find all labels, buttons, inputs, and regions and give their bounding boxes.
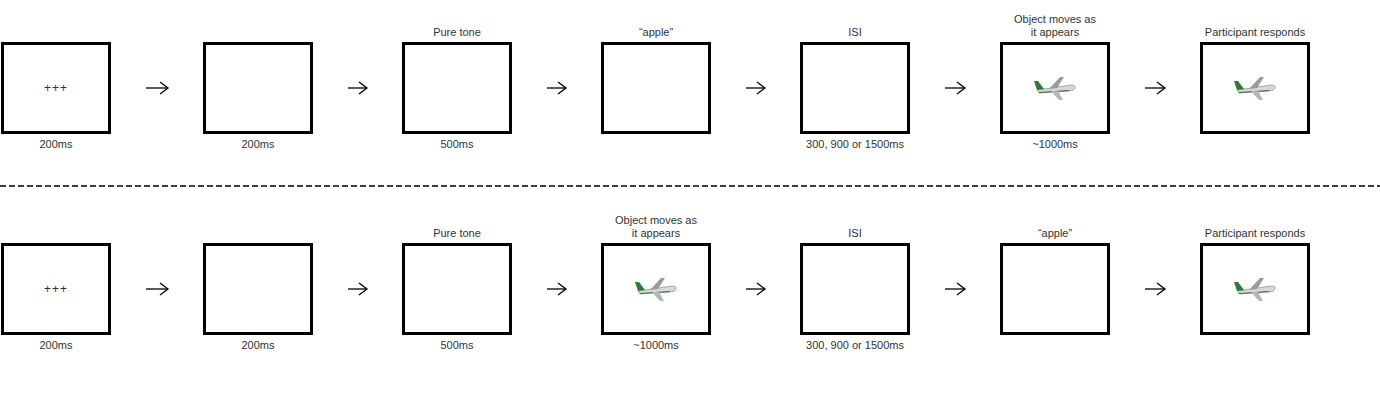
event-label: Object moves as it appears bbox=[1012, 13, 1098, 39]
event-label: Pure tone bbox=[387, 26, 527, 39]
sequence-arrow bbox=[1145, 82, 1165, 94]
duration-label: 200ms bbox=[0, 339, 136, 352]
event-label: “apple” bbox=[586, 26, 726, 39]
trial-screen: +++200ms bbox=[1, 42, 111, 134]
sequence-arrow bbox=[348, 82, 367, 94]
duration-label: 500ms bbox=[377, 339, 537, 352]
sequence-arrow bbox=[547, 283, 566, 295]
airplane-illustration bbox=[1033, 75, 1077, 101]
trial-screen: ISI300, 900 or 1500ms bbox=[800, 243, 910, 335]
dashed-line bbox=[0, 185, 1380, 187]
fixation-cross: +++ bbox=[4, 283, 108, 296]
sequence-arrow bbox=[547, 82, 566, 94]
duration-label: 200ms bbox=[0, 138, 136, 151]
trial-screen: Pure tone500ms bbox=[402, 42, 512, 134]
sequence-arrow bbox=[146, 283, 168, 295]
sequence-arrow bbox=[945, 82, 965, 94]
duration-label: 200ms bbox=[178, 339, 338, 352]
trial-screen: Pure tone500ms bbox=[402, 243, 512, 335]
sequence-arrow bbox=[746, 283, 765, 295]
duration-label: 200ms bbox=[178, 138, 338, 151]
duration-label: ~1000ms bbox=[576, 339, 736, 352]
duration-label: ~1000ms bbox=[975, 138, 1135, 151]
sequence-arrow bbox=[1145, 283, 1165, 295]
trial-screen: “apple” bbox=[1000, 243, 1110, 335]
event-label: ISI bbox=[785, 26, 925, 39]
sequence-arrow bbox=[945, 283, 965, 295]
duration-label: 300, 900 or 1500ms bbox=[775, 138, 935, 151]
event-label: Participant responds bbox=[1170, 26, 1340, 39]
event-label: Pure tone bbox=[387, 227, 527, 240]
event-label: Participant responds bbox=[1170, 227, 1340, 240]
trial-screen: +++200ms bbox=[1, 243, 111, 335]
trial-screen: ISI300, 900 or 1500ms bbox=[800, 42, 910, 134]
airplane-illustration bbox=[1233, 75, 1277, 101]
duration-label: 500ms bbox=[377, 138, 537, 151]
trial-screen: 200ms bbox=[203, 243, 313, 335]
sequence-arrow bbox=[746, 82, 765, 94]
fixation-cross: +++ bbox=[4, 82, 108, 95]
event-label: ISI bbox=[785, 227, 925, 240]
event-label: Object moves as it appears bbox=[613, 214, 699, 240]
duration-label: 300, 900 or 1500ms bbox=[775, 339, 935, 352]
airplane-illustration bbox=[1233, 276, 1277, 302]
event-label: “apple” bbox=[985, 227, 1125, 240]
sequence-arrow bbox=[348, 283, 367, 295]
trial-screen: “apple” bbox=[601, 42, 711, 134]
sequence-arrow bbox=[146, 82, 168, 94]
airplane-illustration bbox=[634, 276, 678, 302]
trial-screen: 200ms bbox=[203, 42, 313, 134]
